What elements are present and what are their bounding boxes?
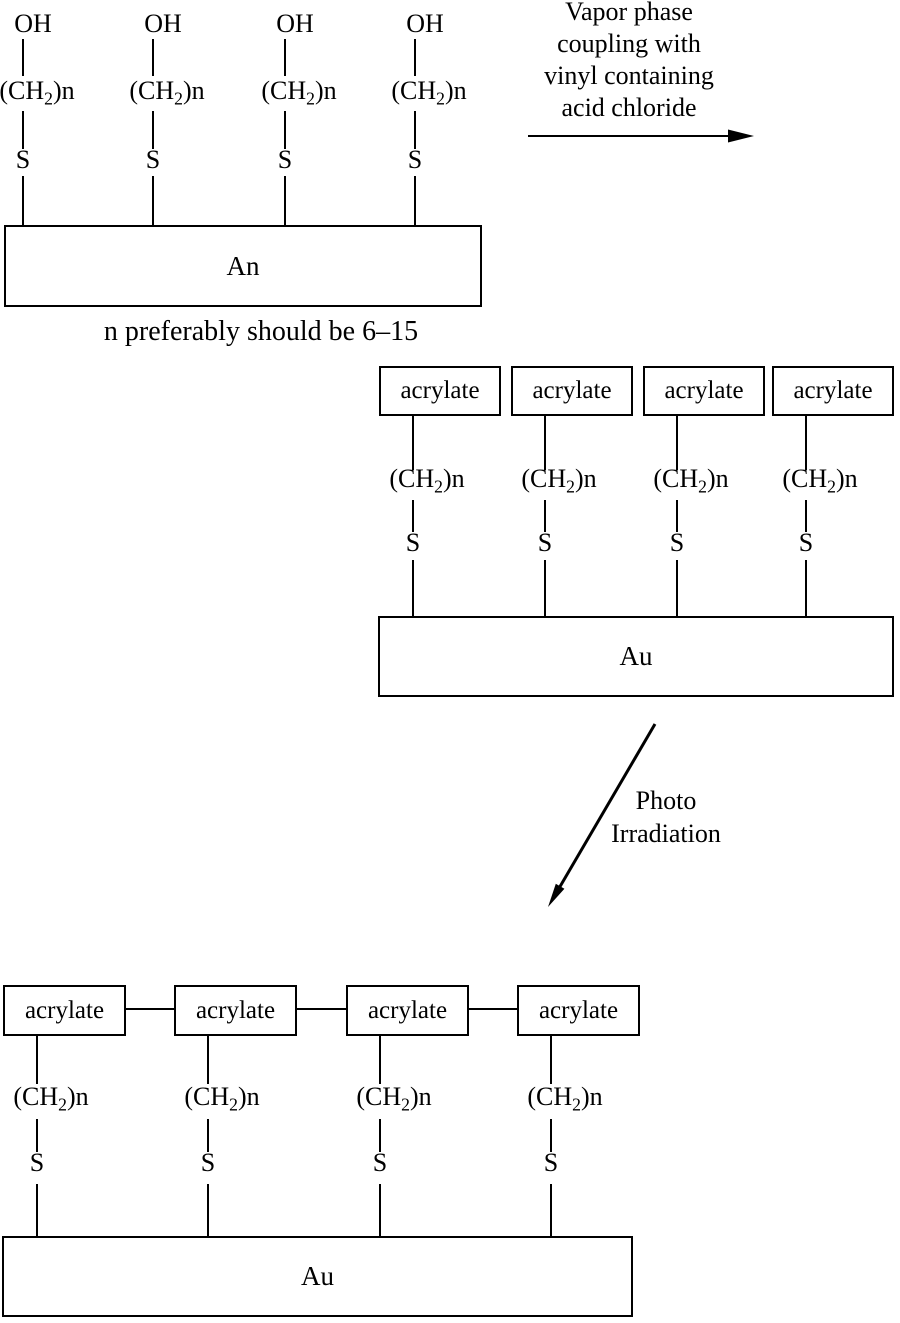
substrate-label: An — [226, 250, 260, 281]
sulfur-label: S — [200, 1148, 216, 1177]
acrylate-box: acrylate — [643, 366, 765, 416]
vapor-arrow-label: Vapor phase coupling with vinyl containi… — [544, 0, 714, 122]
oh-label: OH — [276, 9, 314, 38]
ch2n-label: (CH2)n — [653, 464, 729, 497]
bond-line — [412, 560, 414, 618]
ch2n-label: (CH2)n — [391, 76, 467, 109]
oh-label: OH — [144, 9, 182, 38]
bond-line — [550, 1036, 552, 1084]
reaction-arrow-right — [526, 123, 756, 153]
ch2n-label: (CH2)n — [356, 1082, 432, 1115]
bond-line — [36, 1119, 38, 1152]
substrate-box-an: An — [4, 225, 482, 307]
bond-line — [805, 500, 807, 532]
acrylate-box: acrylate — [174, 985, 297, 1036]
substrate-label: Au — [301, 1261, 334, 1291]
bond-line — [379, 1036, 381, 1084]
substrate-box-au-bottom: Au — [2, 1236, 633, 1317]
acrylate-box: acrylate — [3, 985, 126, 1036]
bond-line — [22, 111, 24, 149]
ch2n-label: (CH2)n — [389, 464, 465, 497]
bond-line — [284, 39, 286, 76]
sulfur-label: S — [277, 145, 293, 174]
bond-line — [22, 176, 24, 226]
bond-line — [676, 560, 678, 618]
bond-line — [412, 500, 414, 532]
sulfur-label: S — [29, 1148, 45, 1177]
bond-line — [207, 1036, 209, 1084]
oh-label: OH — [406, 9, 444, 38]
bond-line — [207, 1119, 209, 1152]
ch2n-label: (CH2)n — [527, 1082, 603, 1115]
bond-line — [379, 1119, 381, 1152]
bond-line — [414, 39, 416, 76]
sulfur-label: S — [405, 528, 421, 557]
bond-line — [152, 39, 154, 76]
sulfur-label: S — [798, 528, 814, 557]
crosslink-line — [297, 1008, 346, 1010]
crosslink-line — [469, 1008, 517, 1010]
bond-line — [805, 560, 807, 618]
bond-line — [676, 500, 678, 532]
bond-line — [550, 1119, 552, 1152]
crosslink-line — [126, 1008, 174, 1010]
sulfur-label: S — [372, 1148, 388, 1177]
acrylate-box: acrylate — [517, 985, 640, 1036]
bond-line — [805, 416, 807, 470]
sulfur-label: S — [669, 528, 685, 557]
acrylate-box: acrylate — [772, 366, 894, 416]
substrate-label: Au — [619, 641, 653, 671]
bond-line — [36, 1184, 38, 1238]
bond-line — [544, 500, 546, 532]
substrate-box-au-middle: Au — [378, 616, 894, 697]
bond-line — [412, 416, 414, 470]
reaction-arrow-down-left — [540, 716, 670, 923]
bond-line — [22, 39, 24, 76]
sulfur-label: S — [15, 145, 31, 174]
bond-line — [36, 1036, 38, 1084]
sulfur-label: S — [407, 145, 423, 174]
ch2n-label: (CH2)n — [0, 76, 75, 109]
ch2n-label: (CH2)n — [521, 464, 597, 497]
bond-line — [544, 416, 546, 470]
ch2n-label: (CH2)n — [129, 76, 205, 109]
ch2n-label: (CH2)n — [13, 1082, 89, 1115]
sulfur-label: S — [145, 145, 161, 174]
oh-label: OH — [14, 9, 52, 38]
ch2n-label: (CH2)n — [261, 76, 337, 109]
acrylate-box: acrylate — [379, 366, 501, 416]
sulfur-label: S — [543, 1148, 559, 1177]
bond-line — [152, 111, 154, 149]
sulfur-label: S — [537, 528, 553, 557]
n-range-caption: n preferably should be 6–15 — [103, 316, 419, 347]
acrylate-box: acrylate — [346, 985, 469, 1036]
bond-line — [379, 1184, 381, 1238]
ch2n-label: (CH2)n — [782, 464, 858, 497]
bond-line — [544, 560, 546, 618]
bond-line — [284, 111, 286, 149]
bond-line — [152, 176, 154, 226]
acrylate-box: acrylate — [511, 366, 633, 416]
bond-line — [207, 1184, 209, 1238]
bond-line — [676, 416, 678, 470]
bond-line — [414, 111, 416, 149]
ch2n-label: (CH2)n — [184, 1082, 260, 1115]
bond-line — [550, 1184, 552, 1238]
bond-line — [414, 176, 416, 226]
photo-arrow-label: Photo Irradiation — [611, 786, 721, 848]
bond-line — [284, 176, 286, 226]
